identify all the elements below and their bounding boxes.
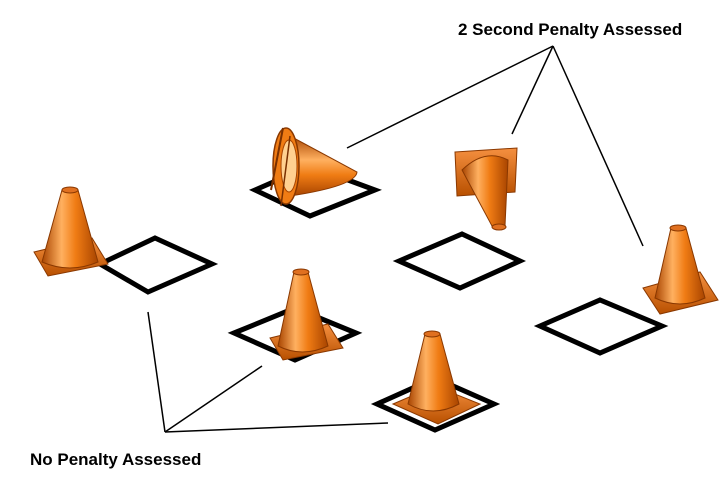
leader-line-no-penalty-2	[164, 365, 263, 433]
cone-tipped-sideways	[270, 127, 358, 207]
cone-knocked-out	[454, 147, 518, 231]
cone-standing-right	[642, 224, 719, 315]
leader-line-penalty-2	[511, 45, 554, 135]
box-3	[227, 305, 363, 363]
leader-line-penalty-1	[346, 45, 554, 149]
leader-line-no-penalty-1	[147, 311, 166, 433]
penalty-label: 2 Second Penalty Assessed	[458, 20, 683, 39]
cone-standing-in-box-3	[269, 268, 344, 361]
box-6	[533, 297, 669, 356]
no-penalty-label: No Penalty Assessed	[30, 450, 202, 469]
box-4	[392, 231, 527, 291]
cone-standing-1	[33, 186, 109, 277]
leader-line-penalty-3	[552, 45, 644, 247]
box-1	[94, 235, 219, 295]
leader-line-no-penalty-3	[164, 422, 389, 433]
cone-standing-in-box-5	[391, 330, 482, 425]
